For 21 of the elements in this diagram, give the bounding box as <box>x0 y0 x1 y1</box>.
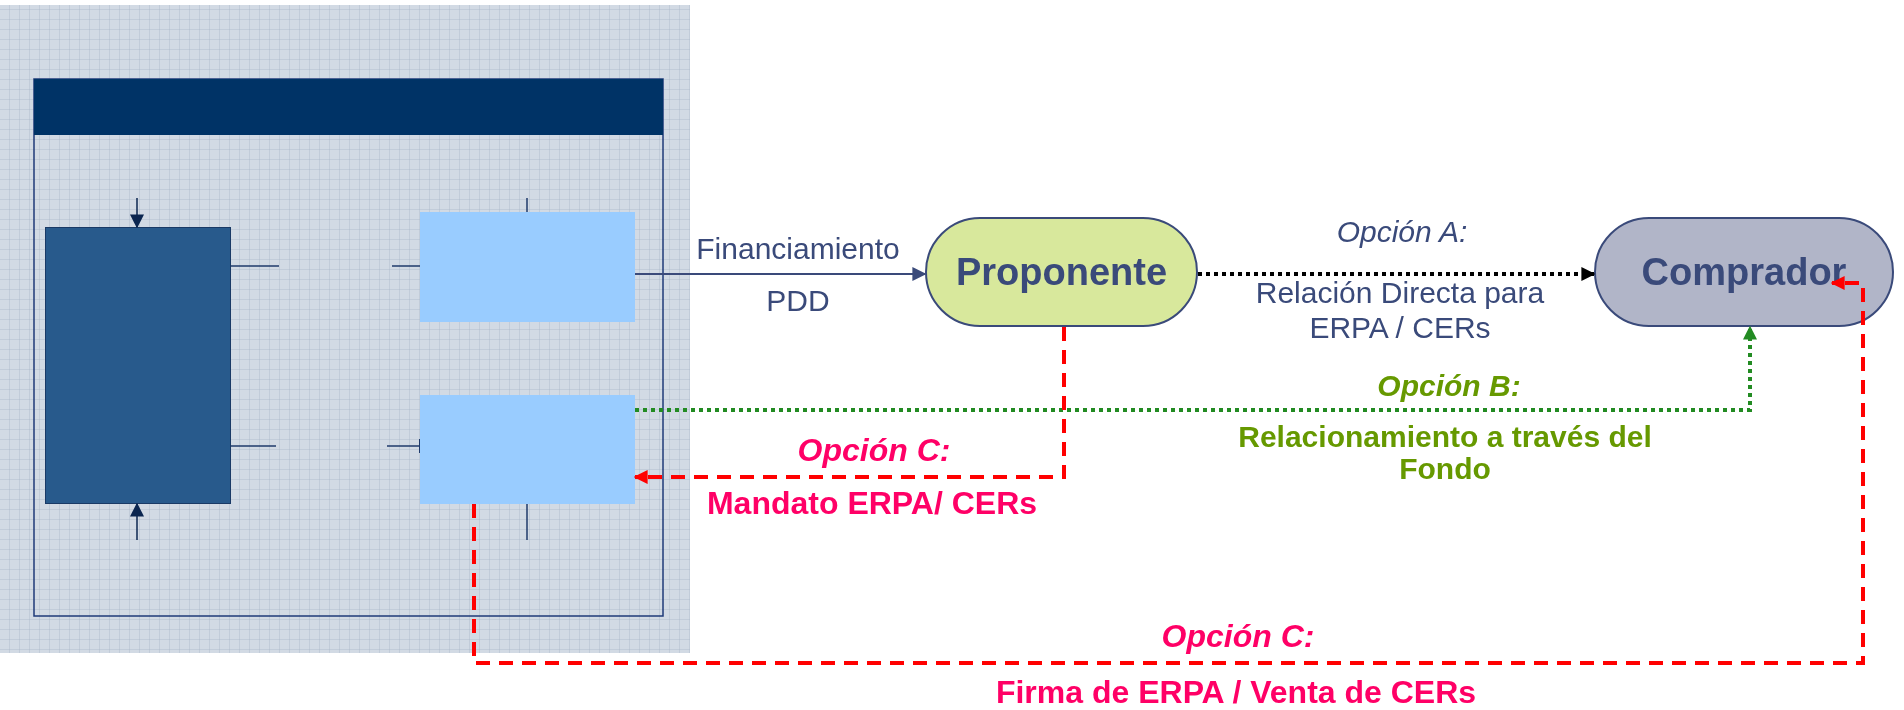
option-label: Opción B: <box>1377 369 1521 403</box>
light-panel-box <box>420 212 635 322</box>
arrow <box>633 327 1066 484</box>
edge-label: Financiamiento PDD <box>695 231 901 319</box>
edge-label: Mandato ERPA/ CERs <box>705 486 1039 520</box>
arrow <box>130 197 144 229</box>
arrow <box>634 267 927 281</box>
arrow <box>635 325 1757 412</box>
edge-label: Relación Directa para ERPA / CERs <box>1254 275 1546 345</box>
arrow <box>1198 267 1596 281</box>
node-label: Proponente <box>955 250 1168 294</box>
option-label: Opción C: <box>1161 617 1315 655</box>
edge-label: Firma de ERPA / Venta de CERs <box>994 675 1478 709</box>
arrow <box>472 276 1865 665</box>
arrow <box>130 502 144 541</box>
option-label: Opción C: <box>797 431 951 469</box>
option-label: Opción A: <box>1336 215 1468 249</box>
edge-label: Relacionamiento a través del Fondo <box>1237 421 1653 485</box>
node-label: Comprador <box>1641 250 1847 294</box>
light-panel-box <box>420 395 635 504</box>
dark-panel-box <box>45 227 231 504</box>
